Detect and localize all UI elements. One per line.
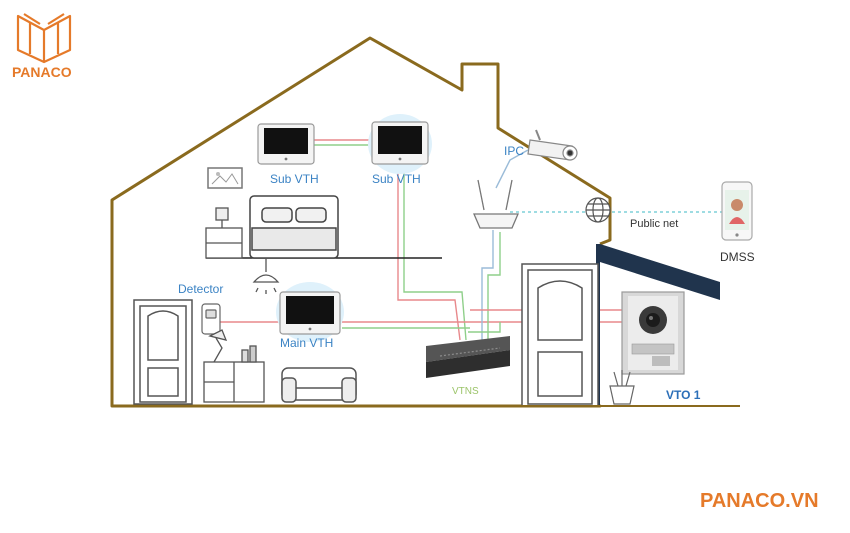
ceiling-lamp-icon xyxy=(252,258,280,294)
cable-ipc-blue xyxy=(495,149,529,189)
book-logo-icon xyxy=(16,13,72,64)
sub-vth-left-label: Sub VTH xyxy=(270,172,319,186)
sofa-icon xyxy=(281,367,357,403)
door-icon-left xyxy=(133,299,193,405)
cable-router-green xyxy=(487,232,501,340)
logo-text: PANACO xyxy=(12,64,72,80)
monitor-icon-sub-vth-left xyxy=(257,123,315,165)
door-station-icon xyxy=(621,291,685,375)
cables xyxy=(216,139,630,341)
ipc-label: IPC xyxy=(504,144,525,158)
desk-lamp-icon xyxy=(208,329,257,363)
cable-vtns-vto-green xyxy=(468,322,501,333)
footer-brand: PANACO.VN xyxy=(700,490,819,512)
cable-subvth-to-vtns-green xyxy=(403,168,467,341)
picture-frame-icon xyxy=(207,167,243,189)
plant-icon xyxy=(609,370,635,405)
smartphone-icon xyxy=(721,181,753,241)
network-switch-icon xyxy=(426,336,510,378)
sub-vth-right-label: Sub VTH xyxy=(372,172,421,186)
desk-icon xyxy=(203,361,265,403)
monitor-icon-sub-vth-right xyxy=(371,121,429,165)
detector-label: Detector xyxy=(178,282,224,296)
globe-icon xyxy=(585,197,611,223)
main-vth-label: Main VTH xyxy=(280,336,334,350)
cable-subvth-to-vtns-red xyxy=(397,168,461,341)
motion-detector-icon xyxy=(201,303,221,335)
bed-icon xyxy=(249,195,339,259)
nightstand-icon xyxy=(205,207,243,259)
vtns-label: VTNS xyxy=(452,386,479,397)
monitor-icon-main-vth xyxy=(279,291,341,335)
awning xyxy=(600,244,720,300)
cctv-camera-icon xyxy=(527,129,578,161)
public-net-label: Public net xyxy=(630,218,679,230)
vto-label: VTO 1 xyxy=(666,388,701,402)
router-icon xyxy=(473,179,519,229)
door-icon-right xyxy=(521,263,599,407)
dmss-label: DMSS xyxy=(720,250,755,264)
cable-router-blue xyxy=(481,230,494,340)
